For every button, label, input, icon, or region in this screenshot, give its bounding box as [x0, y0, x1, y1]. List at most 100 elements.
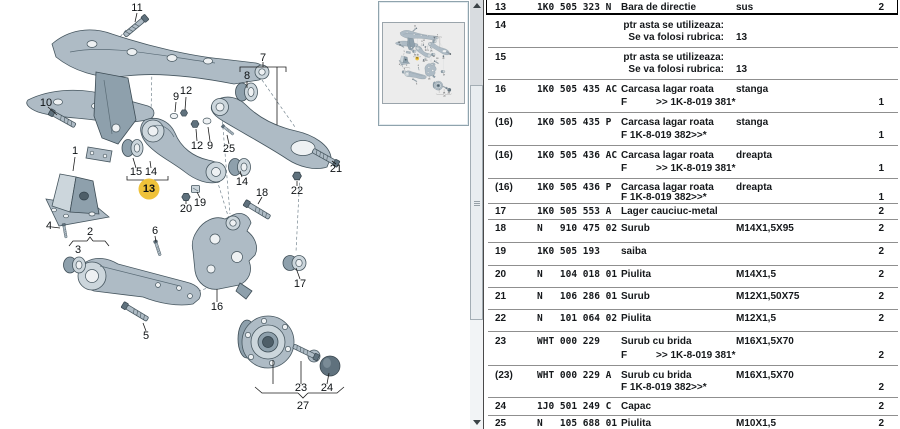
row-separator [488, 265, 898, 266]
row-separator [488, 365, 898, 366]
diagram-callout[interactable]: 25 [223, 143, 235, 155]
leader-lines [47, 12, 337, 385]
diagram-callout[interactable]: 22 [291, 185, 303, 197]
col-description: Surub cu brida [621, 336, 692, 347]
col-remark: M16X1,5X70 [736, 336, 794, 347]
diagram-callout[interactable]: 11 [131, 2, 142, 14]
exploded-diagram[interactable]: 1110789121292511514132019141822214236516… [0, 0, 378, 429]
diagram-callout[interactable]: 6 [152, 225, 158, 237]
row-separator [488, 331, 898, 332]
diagram-callout[interactable]: 17 [294, 278, 306, 290]
col-position: 17 [495, 206, 507, 217]
col-position: (23) [495, 370, 513, 381]
diagram-callout[interactable]: 23 [295, 382, 307, 394]
scroll-up-icon[interactable] [473, 3, 481, 8]
diagram-callout[interactable]: 27 [297, 400, 309, 412]
bump-stop-bracket[interactable] [45, 173, 110, 227]
usage-note-line1: ptr asta se utilizeaza: [623, 52, 724, 63]
col-position: (16) [495, 182, 513, 193]
col-remark: M16X1,5X70 [736, 370, 794, 381]
col-quantity: 2 [878, 246, 884, 257]
diagram-callout[interactable]: 1 [72, 145, 78, 157]
diagram-callout[interactable]: 10 [40, 97, 52, 109]
col-position: 23 [495, 336, 507, 347]
scrollbar-thumb[interactable] [470, 85, 483, 320]
hub-screw[interactable] [291, 342, 321, 363]
col-part-number: 1K0 505 323 N [537, 2, 612, 13]
wheel-bearing-housing[interactable] [191, 213, 257, 300]
diagram-callout[interactable]: 4 [46, 220, 52, 232]
row-separator [488, 397, 898, 398]
trailing-arm[interactable] [77, 258, 201, 306]
bushing-3[interactable] [63, 256, 86, 274]
scrollbar-track[interactable] [470, 320, 483, 429]
nut-22 [292, 171, 302, 181]
wheel-hub[interactable] [237, 315, 295, 369]
col-description: Surub [621, 223, 650, 234]
col-remark: M12X1,5 [736, 313, 777, 324]
col-position: 18 [495, 223, 507, 234]
diagram-callout[interactable]: 7 [260, 52, 266, 64]
nut-20 [181, 192, 191, 202]
bushing-14[interactable] [228, 158, 251, 176]
diagram-callout[interactable]: 18 [256, 187, 268, 199]
diagram-callout[interactable]: 14 [236, 176, 248, 188]
col-fitment-flag: F 1K-8-019 382>>* [621, 192, 707, 203]
diagram-callout[interactable]: 13 [143, 183, 155, 195]
diagram-callout[interactable]: 15 [130, 166, 142, 178]
scrollbar-grip-icon [474, 201, 480, 202]
row-separator [488, 47, 898, 48]
bolt-5 [120, 301, 150, 323]
thumbnail-image[interactable] [382, 22, 465, 104]
col-part-number: WHT 000 229 [537, 336, 600, 347]
diagram-callout[interactable]: 12 [180, 85, 192, 97]
col-description: Bara de directie [621, 2, 697, 13]
table-scrollbar[interactable] [470, 0, 483, 429]
col-position: 22 [495, 313, 507, 324]
diagram-callout[interactable]: 5 [143, 330, 149, 342]
diagram-callout[interactable]: 16 [211, 301, 223, 313]
col-quantity: 2 [878, 401, 884, 412]
upper-right-arm[interactable] [210, 96, 332, 169]
row-separator [488, 145, 898, 146]
diagram-callout[interactable]: 12 [191, 140, 203, 152]
diagram-callout[interactable]: 9 [173, 91, 179, 103]
thumbnail-diagram [384, 25, 464, 101]
diagram-callout[interactable]: 19 [194, 197, 206, 209]
diagram-callout[interactable]: 21 [330, 163, 342, 175]
diagram-callout[interactable]: 8 [244, 70, 250, 82]
diagram-callout[interactable]: 14 [145, 166, 157, 178]
col-position: 14 [495, 20, 507, 31]
diagram-callout[interactable]: 24 [321, 382, 333, 394]
diagram-callout[interactable]: 3 [75, 244, 81, 256]
hub-cap[interactable] [319, 355, 341, 377]
diagram-callout[interactable]: 2 [87, 226, 93, 238]
bushing-17[interactable] [282, 255, 307, 271]
subframe[interactable] [26, 29, 270, 163]
bushing-15[interactable] [121, 139, 144, 157]
diagram-callout[interactable]: 9 [207, 140, 213, 152]
scroll-down-icon[interactable] [473, 420, 481, 425]
diagram-callout[interactable]: 20 [180, 203, 192, 215]
bushing-8[interactable] [235, 82, 258, 102]
upper-arm[interactable] [140, 117, 227, 184]
